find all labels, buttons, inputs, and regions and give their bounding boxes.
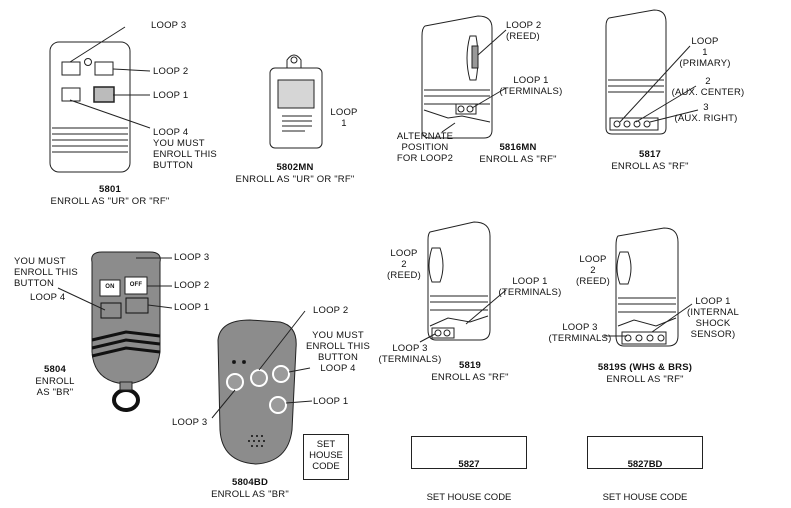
d5802mn-loop-label: LOOP 1 — [330, 107, 358, 129]
d5804-loop2-label: LOOP 2 — [174, 280, 210, 291]
d5819s-model: 5819S (WHS & BRS) — [597, 362, 693, 373]
d5804bd-enroll: ENROLL AS "BR" — [211, 489, 289, 500]
d5819s-loop3-label: LOOP 3 (TERMINALS) — [548, 322, 612, 344]
d5801-loop4-note: LOOP 4 YOU MUST ENROLL THIS BUTTON — [153, 127, 217, 171]
d5816mn-enroll: ENROLL AS "RF" — [479, 154, 557, 165]
d5804bd-loop3-label: LOOP 3 — [172, 417, 208, 428]
device-5819-illustration — [419, 221, 507, 343]
d5819-enroll: ENROLL AS "RF" — [431, 372, 509, 383]
d5827bd-house-code: SET HOUSE CODE — [602, 492, 688, 503]
d5827-house-code: SET HOUSE CODE — [426, 492, 512, 503]
d5816mn-loop1-label: LOOP 1 (TERMINALS) — [499, 75, 563, 97]
d5819s-loop2-label: LOOP 2 (REED) — [576, 254, 610, 287]
d5819-loop3-label: LOOP 3 (TERMINALS) — [378, 343, 442, 365]
d5804-enroll-note: YOU MUST ENROLL THIS BUTTON — [14, 256, 78, 289]
device-5804-illustration — [57, 251, 173, 412]
d5817-enroll: ENROLL AS "RF" — [611, 161, 689, 172]
d5827-model: 5827 — [458, 459, 480, 470]
d5801-enroll: ENROLL AS "UR" OR "RF" — [50, 196, 170, 207]
d5816mn-alt-position: ALTERNATE POSITION FOR LOOP2 — [396, 131, 454, 164]
d5804bd-loop2-label: LOOP 2 — [313, 305, 349, 316]
d5801-loop3-label: LOOP 3 — [151, 20, 187, 31]
d5801-loop2-label: LOOP 2 — [153, 66, 189, 77]
d5804-off-button-label: OFF — [129, 282, 143, 288]
d5827-box: 5827 SET HOUSE CODE — [411, 436, 527, 503]
d5804bd-model: 5804BD — [231, 477, 269, 488]
d5801-loop1-label: LOOP 1 — [153, 90, 189, 101]
d5804bd-note-loop4: YOU MUST ENROLL THIS BUTTON LOOP 4 — [306, 330, 370, 374]
d5804-loop3-label: LOOP 3 — [174, 252, 210, 263]
d5819s-loop1-label: LOOP 1 (INTERNAL SHOCK SENSOR) — [687, 296, 739, 340]
d5802mn-enroll: ENROLL AS "UR" OR "RF" — [235, 174, 355, 185]
device-5801-illustration — [49, 26, 151, 173]
d5804-enroll: ENROLL AS "BR" — [35, 376, 75, 398]
d5804-loop1-label: LOOP 1 — [174, 302, 210, 313]
device-5817-illustration — [605, 9, 699, 135]
d5816mn-loop2-label: LOOP 2 (REED) — [506, 20, 542, 42]
d5819-loop2-label: LOOP 2 (REED) — [387, 248, 421, 281]
d5819-model: 5819 — [459, 360, 481, 371]
d5817-loop2-label: 2 (AUX. CENTER) — [671, 76, 745, 98]
d5802mn-model: 5802MN — [276, 162, 314, 173]
device-5816mn-illustration — [421, 15, 507, 139]
device-5819s-illustration — [604, 227, 693, 347]
d5817-loop1-label: LOOP 1 (PRIMARY) — [679, 36, 731, 69]
d5827bd-model: 5827BD — [627, 459, 663, 470]
d5817-model: 5817 — [639, 149, 661, 160]
d5804bd-loop1-label: LOOP 1 — [313, 396, 349, 407]
d5817-loop3-label: 3 (AUX. RIGHT) — [674, 102, 738, 124]
d5804-model: 5804 — [44, 364, 66, 375]
d5819-loop1-label: LOOP 1 (TERMINALS) — [498, 276, 562, 298]
device-5804bd-illustration — [211, 310, 313, 465]
d5804-loop4-label: LOOP 4 — [30, 292, 66, 303]
d5827bd-box: 5827BD SET HOUSE CODE — [587, 436, 703, 503]
d5819s-enroll: ENROLL AS "RF" — [606, 374, 684, 385]
d5804bd-house-code-box: SET HOUSE CODE — [303, 434, 349, 480]
d5804-on-button-label: ON — [105, 284, 115, 290]
device-5802mn-illustration — [269, 54, 323, 149]
d5816mn-model: 5816MN — [499, 142, 537, 153]
d5801-model: 5801 — [99, 184, 121, 195]
